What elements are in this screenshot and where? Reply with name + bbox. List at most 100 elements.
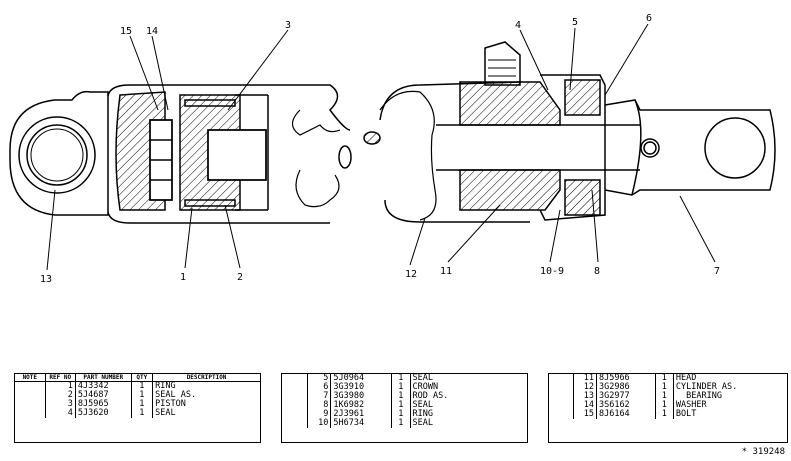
description: CYLINDER AS. <box>675 382 738 392</box>
ref: 3 <box>45 400 76 409</box>
part-number: 2J3961 <box>330 410 392 419</box>
parts-table-1: NOTE REF NO PART NUMBER QTY DESCRIPTION … <box>14 373 261 443</box>
description: WASHER <box>675 400 707 410</box>
part-number: 5J3620 <box>75 409 132 418</box>
description: CROWN <box>412 382 439 392</box>
qty: 1 <box>655 410 674 419</box>
description: BOLT <box>675 409 697 419</box>
part-number: 3G3910 <box>330 383 392 392</box>
cylinder-left-section <box>107 84 352 224</box>
figure-number: * 319248 <box>741 447 785 457</box>
part-number: 5J4687 <box>75 391 132 400</box>
callout-5: 5 <box>572 17 578 28</box>
qty: 1 <box>655 374 674 383</box>
callout-1: 1 <box>180 272 186 283</box>
ref: 4 <box>45 409 76 418</box>
header-note: NOTE <box>15 374 46 382</box>
header-qty: QTY <box>131 374 154 382</box>
description: PISTON <box>155 399 186 409</box>
qty: 1 <box>655 392 674 401</box>
part-number: 4J3342 <box>75 381 132 391</box>
description: RING <box>412 409 434 419</box>
header-description: DESCRIPTION <box>152 374 260 382</box>
qty: 1 <box>131 391 154 400</box>
part-number: 8J5965 <box>75 400 132 409</box>
description: BEARING <box>675 391 722 401</box>
cylinder-right-section <box>363 41 776 223</box>
qty: 1 <box>391 419 411 428</box>
callout-2: 2 <box>237 272 243 283</box>
ref: 7 <box>307 392 332 401</box>
ref: 9 <box>307 410 332 419</box>
callout-13: 13 <box>40 274 52 285</box>
ref: 5 <box>307 374 332 383</box>
part-number: 3G2986 <box>596 383 656 392</box>
qty: 1 <box>391 410 411 419</box>
ref: 15 <box>573 410 597 419</box>
description: SEAL <box>155 408 176 418</box>
qty: 1 <box>391 374 411 383</box>
description: SEAL AS. <box>155 390 197 400</box>
description: SEAL <box>412 418 434 428</box>
callout-15: 15 <box>120 26 132 37</box>
qty: 1 <box>131 400 154 409</box>
qty: 1 <box>655 401 674 410</box>
ref: 10 <box>307 419 332 428</box>
part-number: 3S6162 <box>596 401 656 410</box>
callout-3: 3 <box>285 20 291 31</box>
qty: 1 <box>131 409 154 418</box>
qty: 1 <box>391 392 411 401</box>
description: ROD AS. <box>412 391 449 401</box>
ref: 2 <box>45 391 76 400</box>
qty: 1 <box>655 383 674 392</box>
part-number: 3G2977 <box>596 392 656 401</box>
description: SEAL <box>412 373 434 383</box>
part-number: 1K6982 <box>330 401 392 410</box>
part-number: 8J6164 <box>596 410 656 419</box>
ref: 12 <box>573 383 597 392</box>
callout-11: 11 <box>440 266 452 277</box>
ref: 8 <box>307 401 332 410</box>
part-number: 5H6734 <box>330 419 392 428</box>
callout-10-9: 10-9 <box>540 266 564 277</box>
bearing-eye <box>9 90 109 216</box>
part-number: 8J5966 <box>596 374 656 383</box>
callout-7: 7 <box>714 266 720 277</box>
header-ref: REF NO <box>45 374 76 382</box>
qty: 1 <box>131 381 154 391</box>
description: HEAD <box>675 373 697 383</box>
ref: 14 <box>573 401 597 410</box>
description: RING <box>155 381 176 391</box>
callout-14: 14 <box>146 26 158 37</box>
callout-4: 4 <box>515 20 521 31</box>
header-part-number: PART NUMBER <box>75 374 132 382</box>
part-number: 5J0964 <box>330 374 392 383</box>
callout-12: 12 <box>405 269 417 280</box>
part-number: 3G3980 <box>330 392 392 401</box>
ref: 13 <box>573 392 597 401</box>
ref: 6 <box>307 383 332 392</box>
ref: 1 <box>45 381 76 391</box>
description: SEAL <box>412 400 434 410</box>
callout-8: 8 <box>594 266 600 277</box>
qty: 1 <box>391 383 411 392</box>
qty: 1 <box>391 401 411 410</box>
